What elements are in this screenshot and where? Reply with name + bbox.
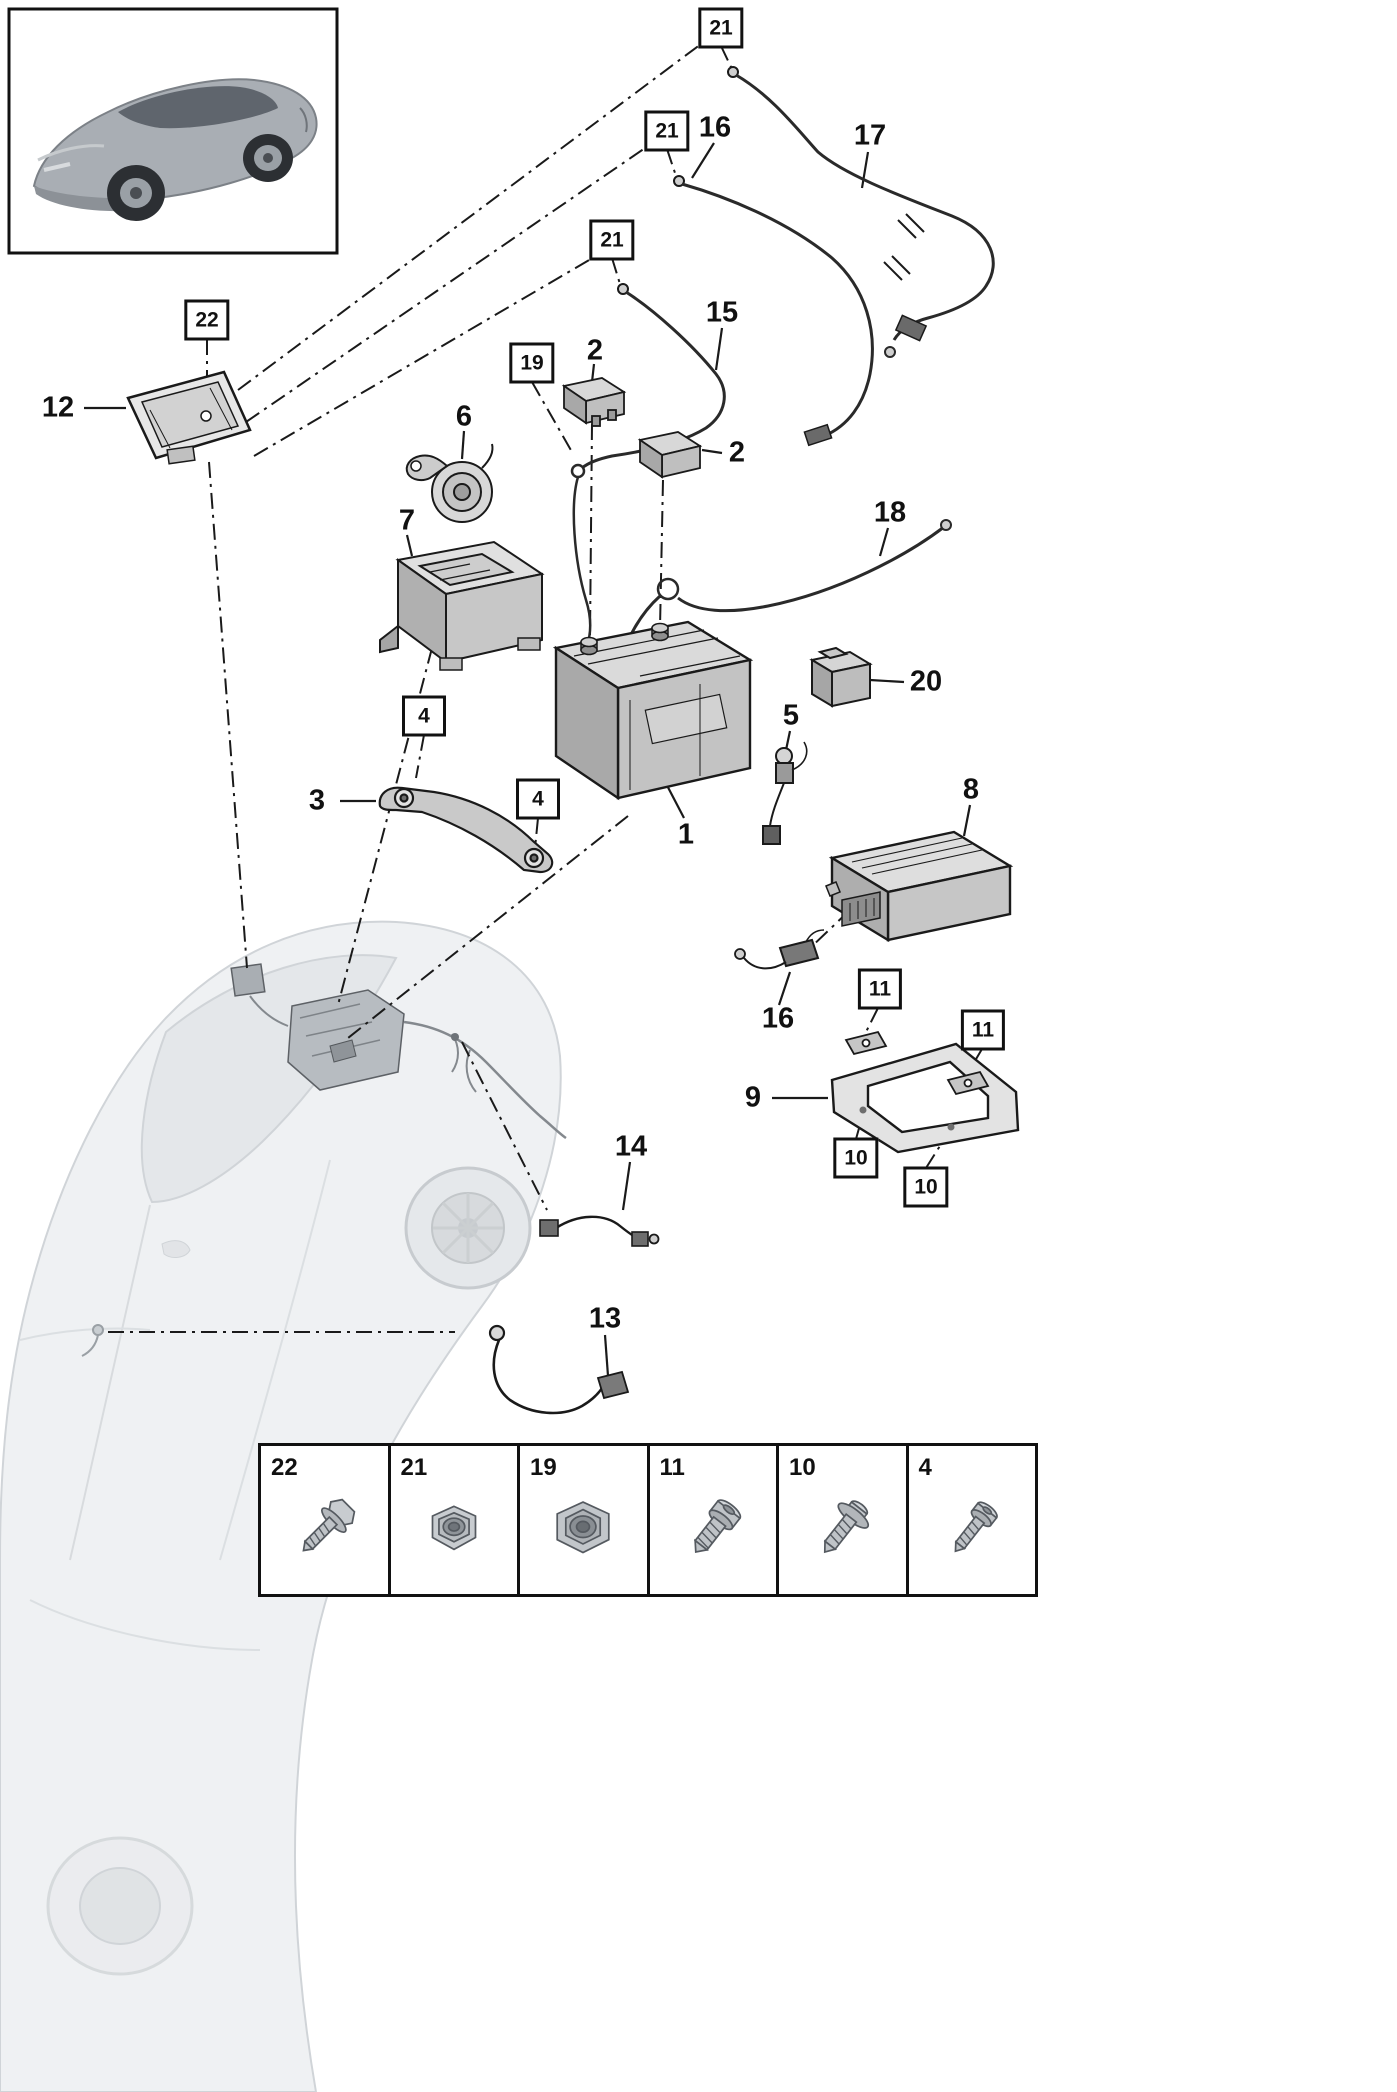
callout-box-4-2: 4 bbox=[516, 778, 560, 820]
flange-bolt-icon bbox=[302, 1499, 356, 1552]
part-12-control-module bbox=[126, 370, 252, 465]
fastener-legend-table: 22 21 19 bbox=[258, 1443, 1038, 1597]
part-11-bracket-left bbox=[844, 1030, 888, 1056]
callout-box-19: 19 bbox=[509, 342, 555, 384]
legend-part-number-19: 19 bbox=[530, 1454, 557, 1481]
legend-cell-10: 10 bbox=[779, 1446, 909, 1594]
callout-16-top: 16 bbox=[698, 111, 732, 144]
callout-17: 17 bbox=[853, 119, 887, 152]
ghost-car-installed-parts bbox=[81, 963, 567, 1357]
battery-terminal-negative bbox=[580, 636, 598, 656]
legend-part-number-4: 4 bbox=[918, 1454, 932, 1481]
callout-box-21-2: 21 bbox=[644, 110, 690, 152]
part-16-cable-top bbox=[681, 182, 874, 447]
callout-7: 7 bbox=[398, 504, 416, 537]
callout-16-lower: 16 bbox=[761, 1002, 795, 1035]
callout-6: 6 bbox=[455, 400, 473, 433]
callout-2-right: 2 bbox=[728, 436, 746, 469]
callout-15: 15 bbox=[705, 296, 739, 329]
part-8-control-unit bbox=[825, 830, 1014, 943]
callout-box-4-1: 4 bbox=[402, 695, 446, 737]
callout-5: 5 bbox=[782, 699, 800, 732]
part-6-horn bbox=[405, 443, 494, 523]
part-15-cable bbox=[570, 290, 726, 639]
part-5-battery-sensor bbox=[762, 741, 808, 845]
callout-box-21-1: 21 bbox=[698, 7, 744, 49]
part-14-cable bbox=[539, 1215, 660, 1247]
callout-13: 13 bbox=[588, 1302, 622, 1335]
callout-12: 12 bbox=[41, 391, 75, 424]
legend-part-number-22: 22 bbox=[271, 1454, 298, 1481]
cable-break-marks bbox=[883, 213, 925, 281]
legend-cell-21: 21 bbox=[391, 1446, 520, 1594]
torx-screw-icon bbox=[954, 1501, 998, 1553]
part-16-connector bbox=[734, 929, 825, 970]
legend-part-number-11: 11 bbox=[659, 1454, 685, 1481]
legend-part-number-10: 10 bbox=[789, 1454, 816, 1481]
part-2-cover-a bbox=[561, 377, 627, 427]
hex-nut-icon bbox=[431, 1505, 477, 1551]
legend-part-number-21: 21 bbox=[400, 1454, 428, 1481]
callout-box-22: 22 bbox=[184, 299, 230, 341]
label-pointer-lines bbox=[84, 142, 972, 1377]
callout-18: 18 bbox=[873, 496, 907, 529]
part-7-battery-tray bbox=[379, 540, 545, 671]
legend-cell-22: 22 bbox=[261, 1446, 391, 1594]
part-3-bracket-handle bbox=[378, 786, 554, 874]
part-11-bracket-right bbox=[946, 1070, 990, 1096]
part-20-cover bbox=[809, 646, 873, 708]
battery-terminal-positive bbox=[651, 622, 669, 642]
part-13-ground-strap bbox=[488, 1324, 630, 1415]
leader-lines bbox=[108, 43, 983, 1333]
callout-2-left: 2 bbox=[586, 334, 604, 367]
part-2-cover-b bbox=[637, 431, 703, 479]
shoulder-screw-icon bbox=[693, 1499, 741, 1554]
washer-head-screw-icon bbox=[824, 1500, 870, 1554]
legend-cell-11: 11 bbox=[650, 1446, 779, 1594]
callout-box-21-3: 21 bbox=[589, 219, 635, 261]
callout-box-10-2: 10 bbox=[903, 1166, 949, 1208]
callout-20: 20 bbox=[909, 665, 943, 698]
callout-box-11-1: 11 bbox=[857, 968, 903, 1010]
hex-nut-large-icon bbox=[556, 1501, 610, 1554]
legend-cell-4: 4 bbox=[909, 1446, 1036, 1594]
part-9-mounting-frame bbox=[830, 1042, 1020, 1154]
cable-grommets bbox=[617, 66, 739, 295]
callout-14: 14 bbox=[614, 1130, 648, 1163]
callout-8: 8 bbox=[962, 773, 980, 806]
thumbnail-frame bbox=[7, 7, 339, 255]
callout-1: 1 bbox=[677, 818, 695, 851]
callout-box-11-2: 11 bbox=[960, 1009, 1006, 1051]
legend-cell-19: 19 bbox=[520, 1446, 650, 1594]
part-17-antenna-cable bbox=[735, 73, 995, 358]
callout-box-10-1: 10 bbox=[833, 1137, 879, 1179]
thumbnail-car bbox=[32, 78, 318, 221]
part-1-battery bbox=[552, 620, 754, 801]
callout-3: 3 bbox=[308, 784, 326, 817]
callout-9: 9 bbox=[744, 1081, 762, 1114]
